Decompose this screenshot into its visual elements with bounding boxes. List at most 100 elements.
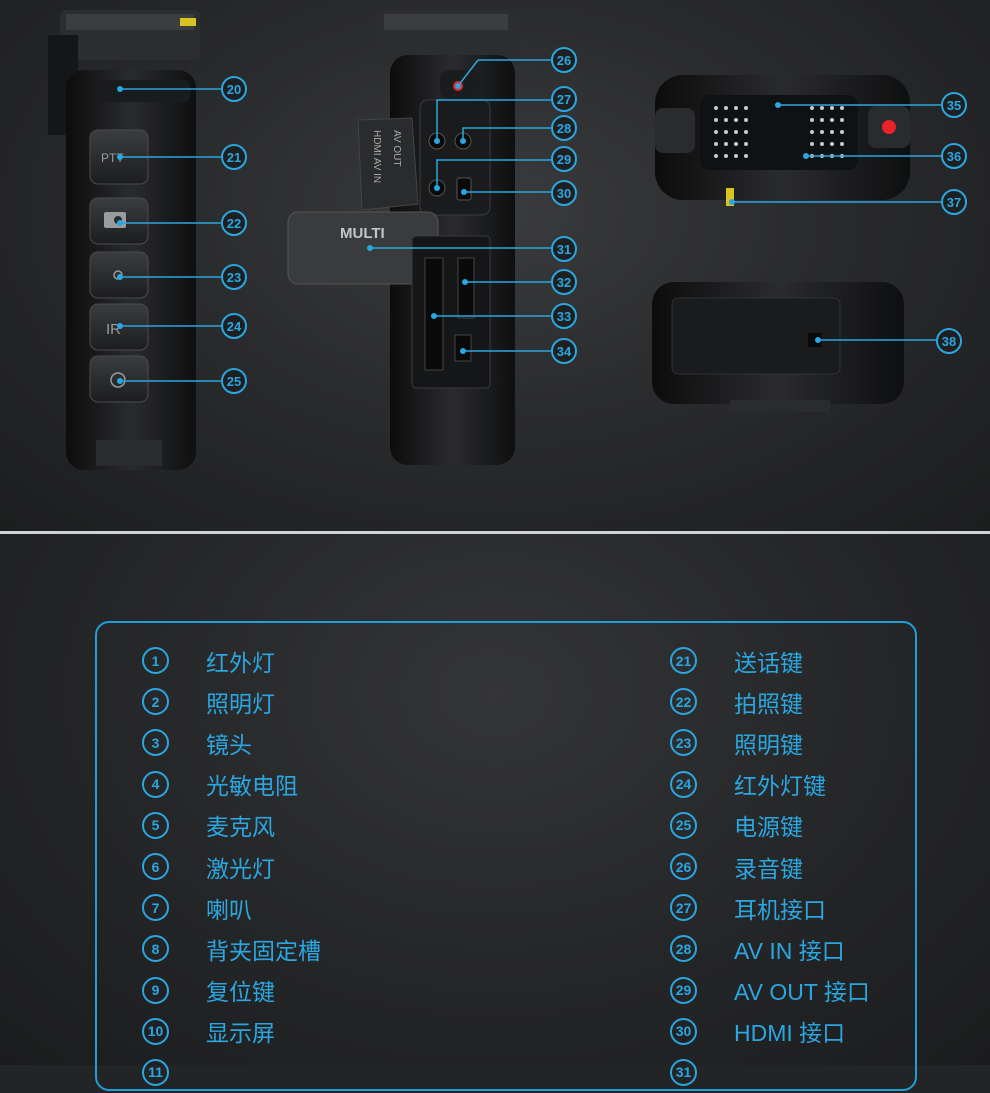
callout-27: 27	[557, 92, 571, 107]
legend-label: 喇叭	[206, 896, 252, 923]
legend-number: 8	[142, 935, 169, 963]
legend-item: 11	[142, 1052, 321, 1093]
legend-number: 23	[670, 729, 697, 757]
legend-label: 送话键	[734, 649, 803, 676]
legend-label: 录音键	[734, 855, 803, 882]
legend-number: 2	[142, 688, 169, 716]
callout-circles	[221, 47, 967, 394]
legend-number: 7	[142, 894, 169, 922]
legend-label: AV OUT 接口	[734, 979, 870, 1006]
legend-item: 31	[670, 1052, 870, 1093]
legend-number: 5	[142, 811, 169, 839]
callout-28: 28	[557, 121, 571, 136]
legend-number: 1	[142, 647, 169, 675]
legend-item: 29 AV OUT 接口	[670, 970, 870, 1011]
legend-item: 22 拍照键	[670, 681, 870, 722]
callout-20: 20	[227, 82, 241, 97]
legend-label: 照明键	[734, 731, 803, 758]
legend-item: 2 照明灯	[142, 681, 321, 722]
callout-31: 31	[557, 242, 571, 257]
legend-item: 10 显示屏	[142, 1011, 321, 1052]
callout-29: 29	[557, 152, 571, 167]
callout-22: 22	[227, 216, 241, 231]
legend-item: 1 红外灯	[142, 640, 321, 681]
legend-label: 光敏电阻	[206, 773, 298, 800]
legend-label: 照明灯	[206, 690, 275, 717]
legend-right-column: 21 送话键 22 拍照键 23 照明键 24 红外灯键 25 电源键 26 录音键 27 耳…	[670, 640, 870, 1093]
multi-label: MULTI	[340, 225, 385, 242]
legend-label: 复位键	[206, 979, 275, 1006]
product-diagram-panel: PTT IR AV OUT HDMI AV IN	[0, 0, 990, 531]
legend-number: 22	[670, 688, 697, 716]
legend-number: 28	[670, 935, 697, 963]
legend-item: 4 光敏电阻	[142, 764, 321, 805]
callout-38: 38	[942, 334, 956, 349]
legend-label: 麦克风	[206, 814, 275, 841]
device-illustration: PTT IR AV OUT HDMI AV IN	[48, 10, 967, 470]
legend-label: AV IN 接口	[734, 937, 845, 964]
legend-number: 24	[670, 770, 697, 798]
legend-item: 6 激光灯	[142, 846, 321, 887]
legend-number: 29	[670, 976, 697, 1004]
callout-36: 36	[947, 149, 961, 164]
device-top-view	[655, 75, 910, 206]
legend-label: 电源键	[734, 814, 803, 841]
legend-number: 9	[142, 976, 169, 1004]
device-bottom-view	[652, 282, 904, 412]
legend-number: 30	[670, 1017, 697, 1045]
legend-number: 26	[670, 853, 697, 881]
legend-item: 24 红外灯键	[670, 764, 870, 805]
callout-35: 35	[947, 98, 961, 113]
port-text-1: AV OUT	[391, 130, 402, 166]
legend-label: 耳机接口	[734, 896, 826, 923]
legend-label: 镜头	[206, 731, 252, 758]
legend-item: 30 HDMI 接口	[670, 1011, 870, 1052]
legend-label: 激光灯	[206, 855, 275, 882]
legend-number: 25	[670, 811, 697, 839]
callout-32: 32	[557, 275, 571, 290]
callout-numbers: 20 21 22 23 24 25 26 27 28 29 30 31 32 3…	[227, 53, 961, 389]
legend-number: 6	[142, 853, 169, 881]
callout-33: 33	[557, 309, 571, 324]
legend-number: 4	[142, 770, 169, 798]
callout-23: 23	[227, 270, 241, 285]
legend-number: 27	[670, 894, 697, 922]
callout-34: 34	[557, 344, 572, 359]
callout-dots	[117, 83, 821, 384]
legend-item: 25 电源键	[670, 805, 870, 846]
section-divider	[0, 531, 990, 534]
legend-item: 23 照明键	[670, 722, 870, 763]
legend-left-column: 1 红外灯 2 照明灯 3 镜头 4 光敏电阻 5 麦克风 6 激光灯 7 喇叭 8 背夹固定槽…	[142, 640, 321, 1093]
legend-number: 3	[142, 729, 169, 757]
callout-37: 37	[947, 195, 961, 210]
legend-item: 26 录音键	[670, 846, 870, 887]
legend-number: 11	[142, 1058, 169, 1086]
legend-item: 7 喇叭	[142, 887, 321, 928]
callout-lines	[120, 59, 941, 382]
legend-item: 28 AV IN 接口	[670, 928, 870, 969]
legend-item: 8 背夹固定槽	[142, 928, 321, 969]
record-dot-icon	[882, 120, 896, 134]
device-side-ports-view: AV OUT HDMI AV IN MULTI	[287, 10, 516, 465]
legend-label: 拍照键	[734, 690, 803, 717]
legend-item: 5 麦克风	[142, 805, 321, 846]
callout-21: 21	[227, 150, 241, 165]
legend-number: 21	[670, 647, 697, 675]
legend-item: 21 送话键	[670, 640, 870, 681]
legend-number: 10	[142, 1017, 169, 1045]
legend-label: 红外灯	[206, 649, 275, 676]
legend-item: 27 耳机接口	[670, 887, 870, 928]
legend-item: 9 复位键	[142, 970, 321, 1011]
port-text-2: HDMI AV IN	[371, 130, 382, 183]
legend-item: 3 镜头	[142, 722, 321, 763]
callout-30: 30	[557, 186, 571, 201]
device-side-buttons-view: PTT IR	[48, 10, 200, 470]
legend-label: HDMI 接口	[734, 1020, 846, 1047]
callout-26: 26	[557, 53, 571, 68]
legend-number: 31	[670, 1058, 697, 1086]
legend-label: 红外灯键	[734, 773, 826, 800]
callout-25: 25	[227, 374, 241, 389]
legend-label: 显示屏	[206, 1020, 275, 1047]
legend-label: 背夹固定槽	[206, 937, 321, 964]
callout-24: 24	[227, 319, 242, 334]
